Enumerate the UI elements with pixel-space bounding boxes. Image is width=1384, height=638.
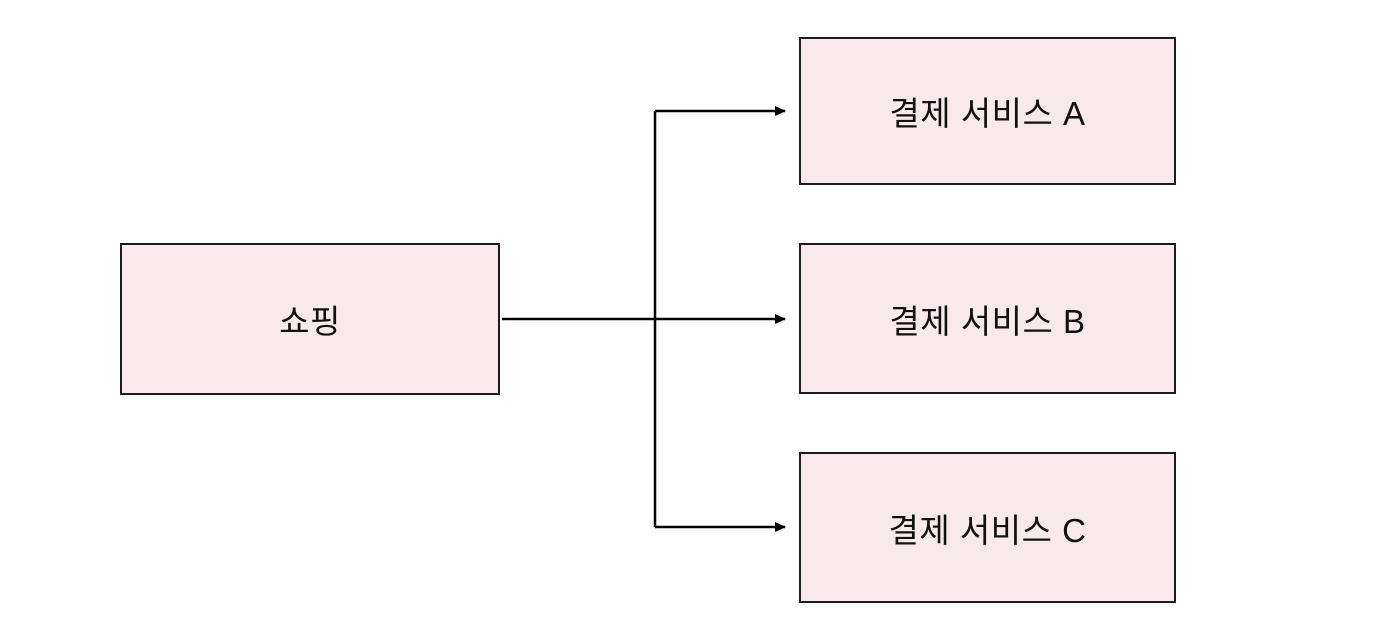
node-payment-service-c-label: 결제 서비스 C — [888, 511, 1087, 549]
node-payment-service-b-label: 결제 서비스 B — [889, 302, 1086, 340]
node-payment-service-b: 결제 서비스 B — [799, 243, 1176, 394]
node-payment-service-a-label: 결제 서비스 A — [889, 95, 1086, 132]
node-shopping-label: 쇼핑 — [279, 303, 341, 340]
node-shopping: 쇼핑 — [120, 243, 500, 395]
node-payment-service-a: 결제 서비스 A — [799, 37, 1176, 185]
node-payment-service-c: 결제 서비스 C — [799, 452, 1176, 603]
